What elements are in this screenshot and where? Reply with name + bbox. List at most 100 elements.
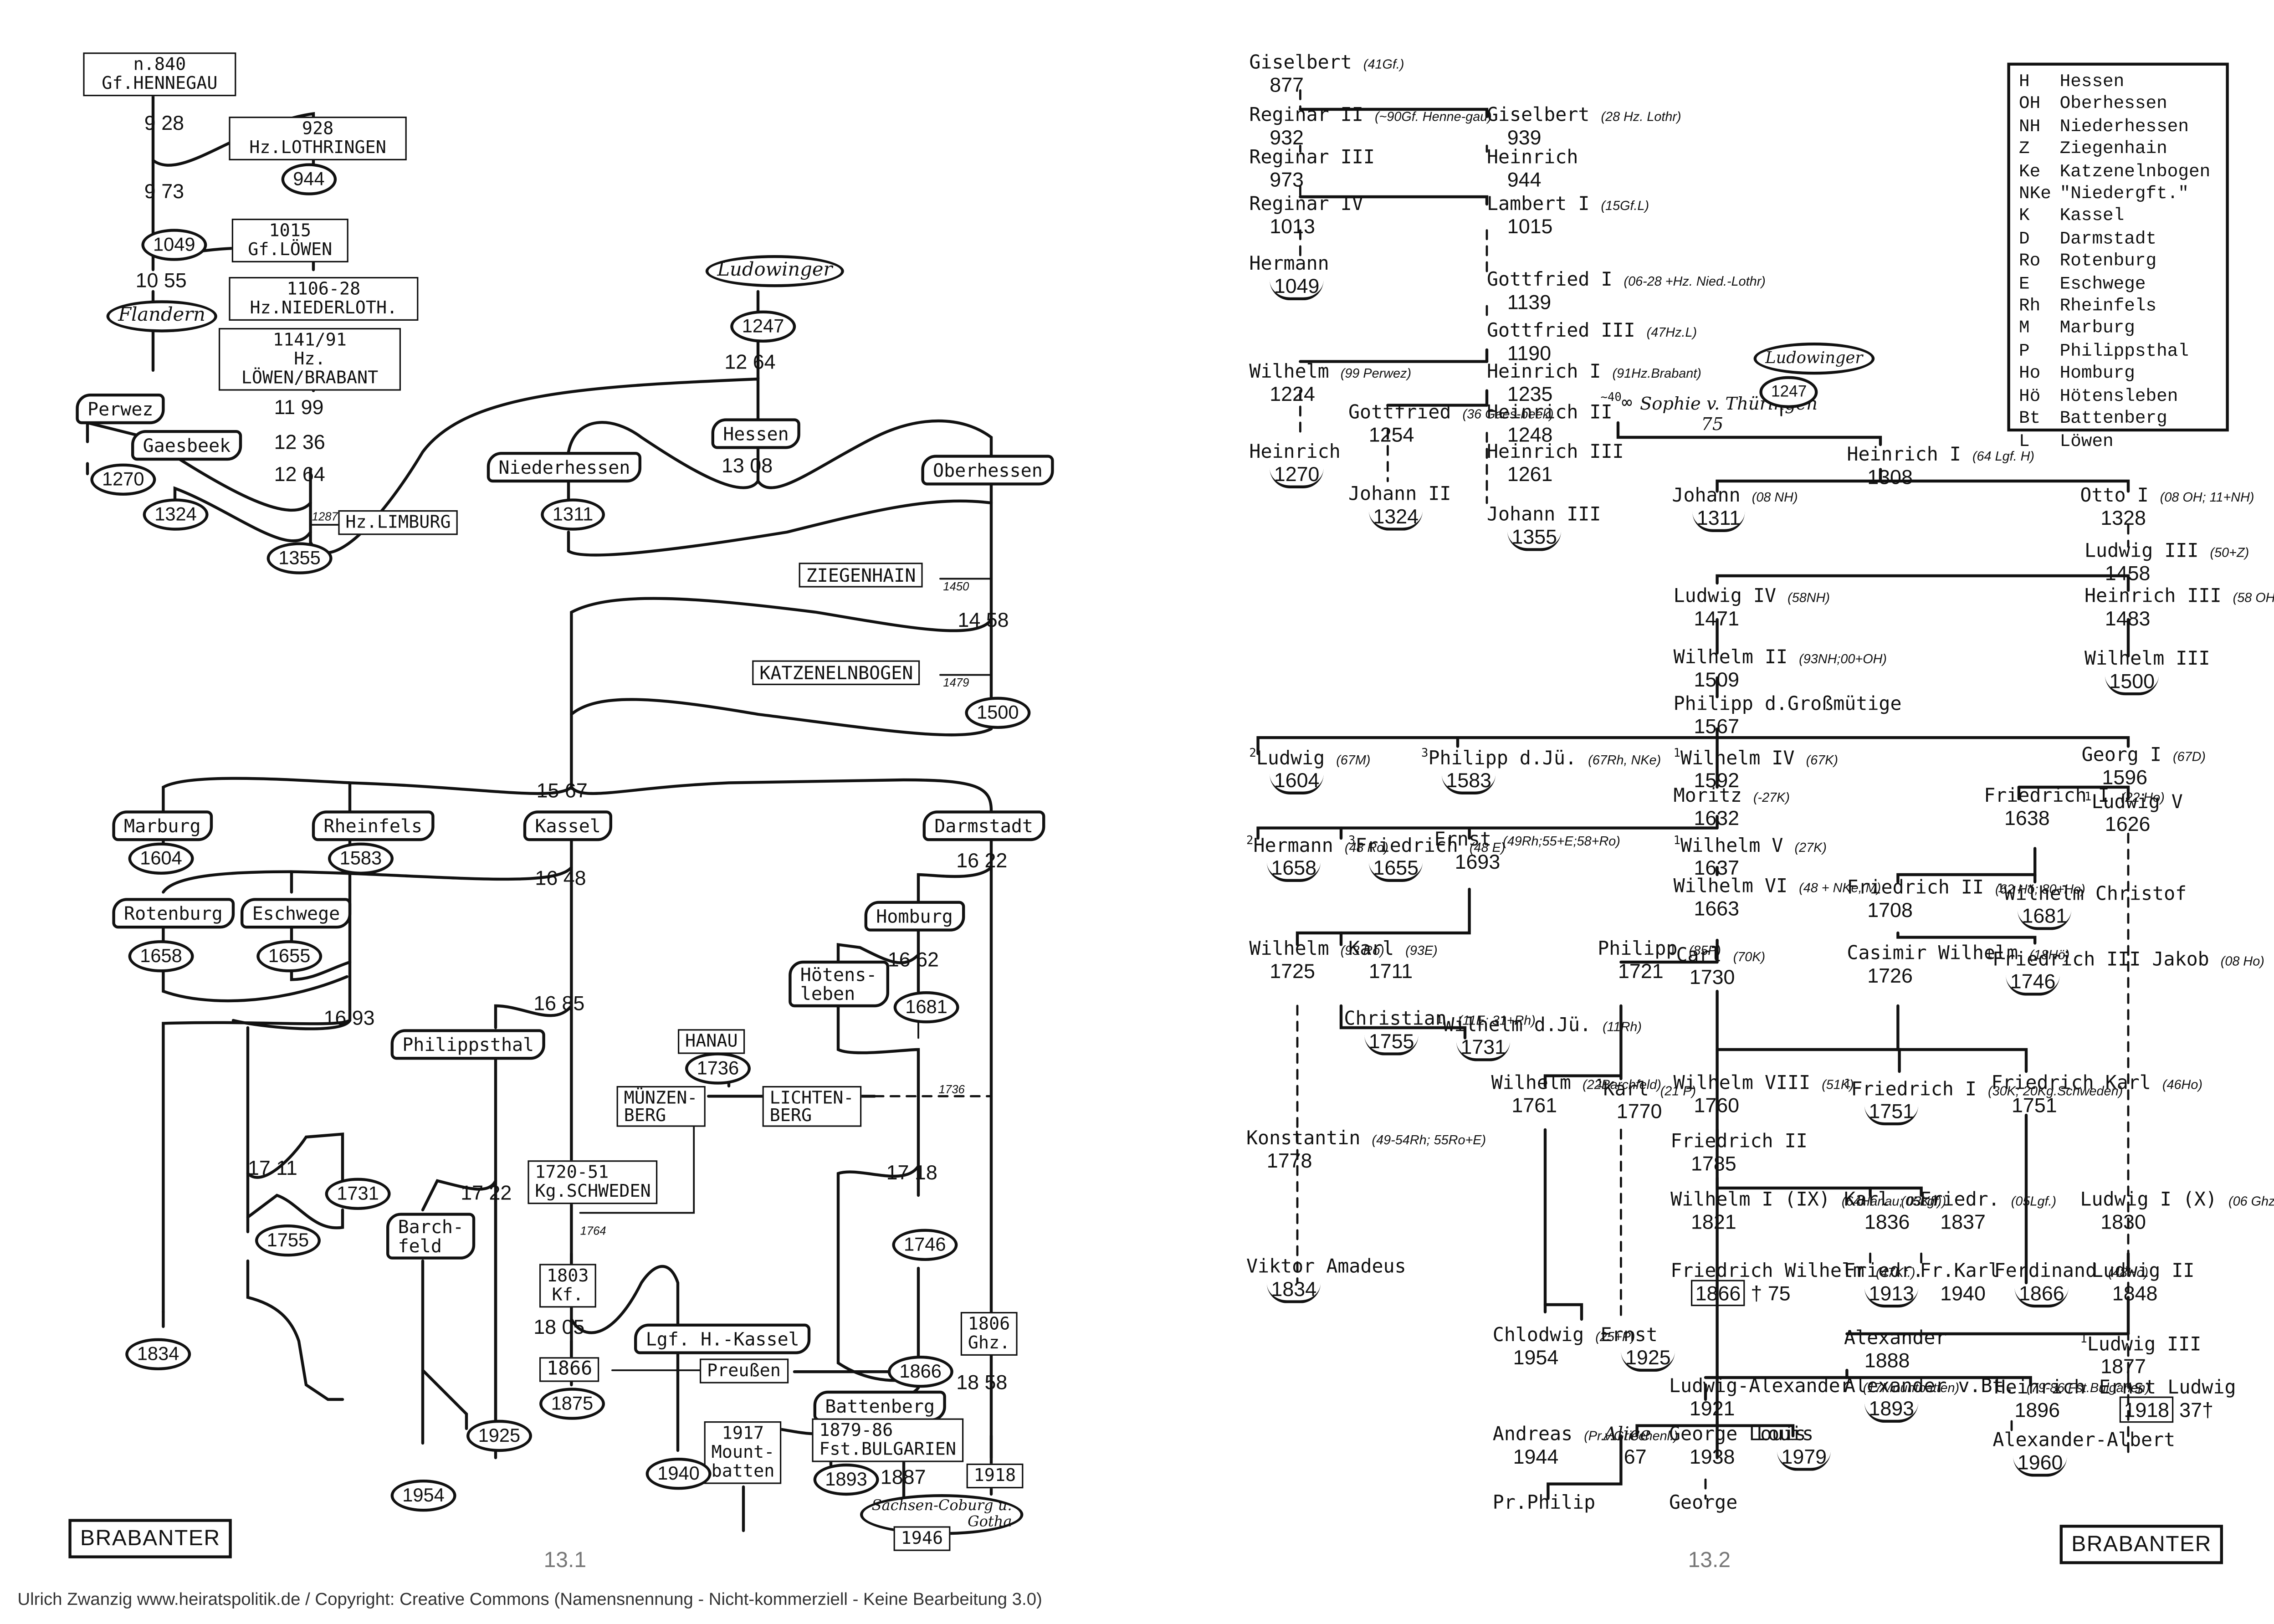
split-year: 17 11 xyxy=(248,1156,297,1179)
line-hessen: Hessen xyxy=(711,418,801,449)
death-year: 1458 xyxy=(2105,561,2151,585)
person-name: Reginar III xyxy=(1249,147,1375,169)
person-note: (36 Gaes-beek) xyxy=(1462,406,1554,421)
legend-abbr: Bt xyxy=(2019,408,2041,429)
person-name: Heinrich I xyxy=(1847,445,1961,466)
line-homburg: Homburg xyxy=(864,901,965,932)
box-loewen-title: Gf.LÖWEN xyxy=(248,239,333,260)
person-name: Philipp d.Großmütige xyxy=(1673,694,1902,716)
person-note: (93NH;00+OH) xyxy=(1799,651,1887,666)
legend-name: Darmstadt xyxy=(2059,228,2157,249)
person-name: Chlodwig xyxy=(1492,1325,1584,1347)
box-hanau: HANAU xyxy=(678,1029,745,1054)
death-year: 1761 xyxy=(1511,1093,1557,1117)
person-name: Friedrich xyxy=(1355,835,1458,858)
box-mountbatten-l2: Mount- xyxy=(711,1441,775,1462)
person-note: (48 Ro) xyxy=(1344,840,1388,855)
person-name: Fr.Karl xyxy=(1920,1261,2000,1283)
person-ludwig1604: 2Ludwig (67M)1604 xyxy=(1249,743,1370,795)
line-sachsen-coburg-l1: Sachsen-Coburg u. xyxy=(871,1498,1012,1515)
extinction-1875: 1875 xyxy=(539,1388,605,1420)
person-name: Philipp d.Jü. xyxy=(1428,748,1577,770)
succession-order: 1 xyxy=(2080,1332,2087,1346)
death-year: 67 xyxy=(1624,1445,1647,1468)
person-note: (50+Z) xyxy=(2210,545,2249,560)
person-wilhelm1761: Wilhelm (22Barchfeld)1761 xyxy=(1491,1074,1661,1115)
succession-order: 1 xyxy=(1844,1077,1851,1091)
person-friedr1913: Friedr.1913 xyxy=(1844,1262,1924,1308)
person-friedrich1k: 1Friedrich I (30K; 20Kg.Schweden)1751 xyxy=(1844,1074,2123,1126)
extinction-year: 1270 xyxy=(1270,462,1324,488)
extinction-year: 1355 xyxy=(1507,525,1562,551)
legend-name: Rheinfels xyxy=(2059,296,2157,317)
extinction-year: 1746 xyxy=(2006,970,2060,996)
person-giselbert1: Giselbert (41Gf.)877 xyxy=(1249,53,1404,95)
person-name: Wilhelm II xyxy=(1673,647,1788,669)
succession-order: 2 xyxy=(1246,834,1254,847)
person-note: (08 NH) xyxy=(1752,490,1798,505)
split-year: 16 93 xyxy=(323,1006,375,1030)
person-note: (79-86 Fst.Bulgarien) xyxy=(2026,1380,2150,1395)
person-note: (70K) xyxy=(1733,949,1766,964)
person-name: Ludwig V xyxy=(2091,792,2183,814)
succession-order: 1 xyxy=(1596,1077,1603,1091)
person-note: (-27K) xyxy=(1753,790,1790,805)
person-name: Hermann xyxy=(1249,253,1329,276)
legend-abbr: Z xyxy=(2019,138,2030,159)
page-label-brabanter-right: BRABANTER xyxy=(2059,1525,2223,1564)
legend-abbr: NKe xyxy=(2019,184,2051,205)
person-name: Friedrich II xyxy=(1670,1131,1808,1153)
extinction-year: 1834 xyxy=(1266,1277,1321,1303)
succession-order: 1 xyxy=(1985,948,1992,961)
person-wilhelm8: Wilhelm VIII (51K)1760 xyxy=(1674,1074,1854,1115)
person-note: (21 P) xyxy=(1660,1083,1696,1098)
person-reginar2: Reginar II (~90Gf. Henne-gau)932 xyxy=(1249,106,1492,148)
split-year: 12 64 xyxy=(724,350,776,374)
extinction-year: 1681 xyxy=(2017,904,2072,931)
split-year: 16 62 xyxy=(887,948,939,971)
extinction-1049: 1049 xyxy=(141,229,207,261)
extinction-1658: 1658 xyxy=(128,940,194,973)
legend-name: Battenberg xyxy=(2059,408,2167,429)
death-year: 1638 xyxy=(2004,806,2050,830)
page-label-brabanter-left: BRABANTER xyxy=(68,1519,232,1558)
person-note: (67D) xyxy=(2173,749,2206,764)
person-wilhelm9: Wilhelm I (IX) (64Hanau; 03Kf.)1821 xyxy=(1670,1190,1941,1232)
death-year: 1483 xyxy=(2105,606,2151,630)
death-year: 1770 xyxy=(1616,1099,1662,1123)
person-name: Heinrich II xyxy=(1487,402,1613,425)
person-name: Viktor Amadeus xyxy=(1246,1256,1406,1279)
person-name: Christian xyxy=(1344,1009,1447,1031)
legend-name: Marburg xyxy=(2059,318,2135,339)
death-year: 1139 xyxy=(1507,290,1552,313)
death-year: 944 xyxy=(1507,168,1542,191)
line-kassel: Kassel xyxy=(523,810,613,841)
person-name: Johann III xyxy=(1487,504,1601,527)
split-year: 13 08 xyxy=(722,453,773,477)
box-lichtenberg-l2: BERG xyxy=(769,1105,812,1126)
legend-name: Philippsthal xyxy=(2059,341,2189,362)
legend-abbr: D xyxy=(2019,228,2030,249)
extinction-year: 1583 xyxy=(1441,768,1496,795)
extinction-1755: 1755 xyxy=(255,1224,321,1257)
person-name: Gottfried I xyxy=(1487,270,1613,292)
extinction-1925: 1925 xyxy=(466,1419,532,1452)
person-carl1730: 1Carl (70K)1730 xyxy=(1669,940,1765,987)
box-schweden-year: 1720-51 xyxy=(535,1162,609,1183)
death-year: 1921 xyxy=(1689,1396,1735,1420)
legend-name: Eschwege xyxy=(2059,273,2146,294)
death-year: 1509 xyxy=(1694,667,1740,691)
extinction-year: 1979 xyxy=(1777,1445,1831,1471)
person-note: (58NH) xyxy=(1787,590,1830,605)
death-year: 1592 xyxy=(1694,768,1740,792)
death-year: 1877 xyxy=(2100,1354,2146,1378)
line-darmstadt: Darmstadt xyxy=(922,810,1045,841)
